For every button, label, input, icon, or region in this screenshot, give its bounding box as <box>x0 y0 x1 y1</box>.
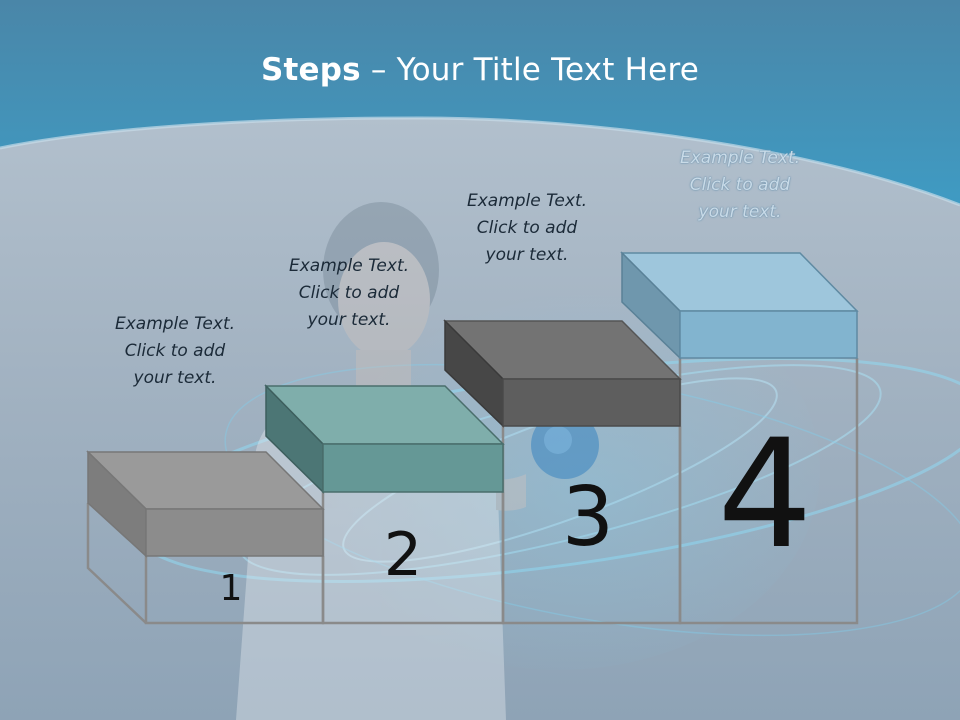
step-3-caption[interactable]: Example Text. Click to add your text. <box>442 188 612 269</box>
step-3-number: 3 <box>561 470 615 565</box>
step-2-block[interactable] <box>264 384 505 494</box>
step-4-block[interactable] <box>620 251 859 360</box>
step-2-number: 2 <box>383 520 423 590</box>
step-2-caption-line3: your text. <box>307 310 391 330</box>
step-1-block[interactable] <box>86 450 325 558</box>
step-2-caption[interactable]: Example Text. Click to add your text. <box>264 253 434 334</box>
step-1-caption[interactable]: Example Text. Click to add your text. <box>90 311 260 392</box>
title-rest: – Your Title Text Here <box>360 52 699 88</box>
step-4-caption-line2: Click to add <box>689 175 791 195</box>
step-2-caption-line2: Click to add <box>298 283 400 303</box>
step-4-number: 4 <box>717 408 813 582</box>
step-4-frame <box>678 358 859 625</box>
step-3-caption-line3: your text. <box>485 245 569 265</box>
title-bold: Steps <box>260 52 361 88</box>
step-3-block[interactable] <box>443 319 682 428</box>
step-1-caption-line2: Click to add <box>124 341 226 361</box>
step-1-caption-line1: Example Text. <box>114 314 236 334</box>
step-4-caption[interactable]: Example Text. Click to add your text. <box>655 145 825 226</box>
step-4-caption-line1: Example Text. <box>679 148 801 168</box>
step-3-caption-line1: Example Text. <box>466 191 588 211</box>
slide-title[interactable]: Steps – Your Title Text Here <box>0 52 960 88</box>
step-1-caption-line3: your text. <box>133 368 217 388</box>
step-2-caption-line1: Example Text. <box>288 256 410 276</box>
step-4-caption-line3: your text. <box>698 202 782 222</box>
step-3-caption-line2: Click to add <box>476 218 578 238</box>
step-1-number: 1 <box>219 568 243 609</box>
